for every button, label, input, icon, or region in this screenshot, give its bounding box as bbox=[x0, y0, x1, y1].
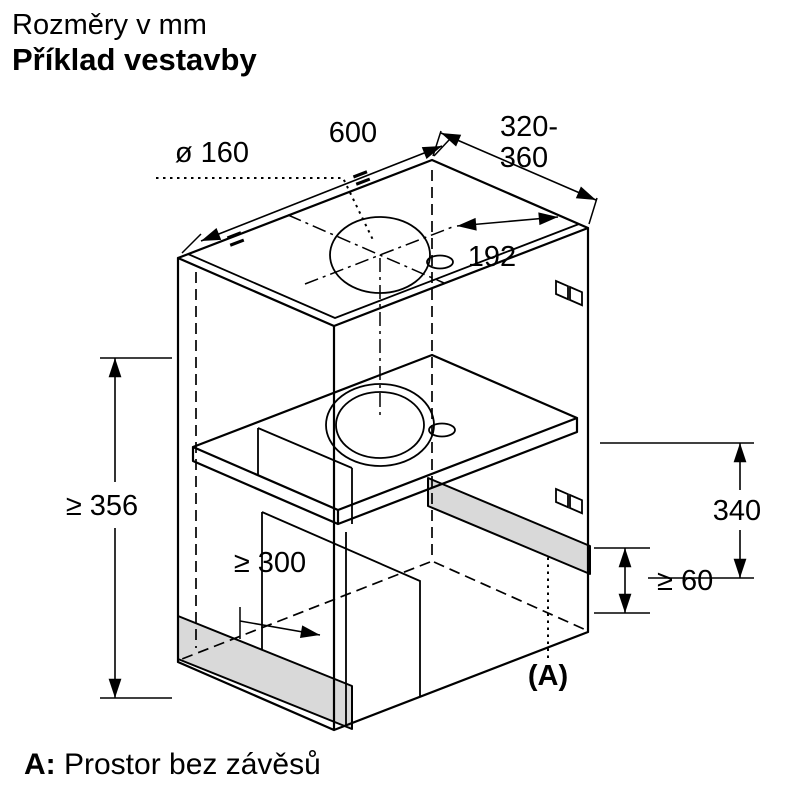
hood-junction-box bbox=[257, 427, 353, 524]
top-duct-hole-tab bbox=[426, 254, 454, 270]
dim-label-depth-1: 320- bbox=[500, 111, 558, 143]
dimension-duct-diameter: ø 160 bbox=[156, 137, 375, 243]
equal-mark-left: = bbox=[222, 222, 249, 258]
dim-label-340: 340 bbox=[713, 495, 761, 527]
hood-body bbox=[261, 511, 421, 725]
dim-label-192: 192 bbox=[468, 241, 516, 273]
hinge-top bbox=[555, 279, 583, 307]
dimension-min-interior-300: ≥ 300 bbox=[234, 547, 321, 639]
dim-label-356: ≥ 356 bbox=[66, 490, 138, 522]
area-marker-a: (A) bbox=[528, 556, 568, 692]
label-area-a: (A) bbox=[528, 660, 568, 692]
dimension-min-height-356: ≥ 356 bbox=[66, 357, 172, 699]
hinge-free-area-shaded bbox=[427, 477, 591, 575]
header: Rozměry v mm Příklad vestavby bbox=[12, 8, 257, 79]
hidden-edges bbox=[181, 170, 587, 660]
dim-label-60: ≥ 60 bbox=[657, 565, 713, 597]
footnote: A: Prostor bez závěsů bbox=[24, 748, 321, 782]
shelf-duct-hole-inner-ring bbox=[335, 391, 425, 459]
dimension-hole-offset-192: 192 bbox=[456, 212, 559, 273]
shelf-duct-hole-tab bbox=[428, 422, 456, 438]
dim-label-300: ≥ 300 bbox=[234, 547, 306, 579]
dimension-min-hinge-space-60: ≥ 60 bbox=[594, 547, 713, 614]
page-subtitle: Příklad vestavby bbox=[12, 42, 257, 78]
page-title: Rozměry v mm bbox=[12, 9, 207, 41]
footnote-label: A: bbox=[24, 748, 56, 781]
dim-label-diameter: ø 160 bbox=[175, 137, 249, 169]
middle-shelf bbox=[191, 353, 579, 526]
dimension-depth-320-360: 320- 360 bbox=[432, 111, 598, 225]
dimension-height-340: 340 bbox=[600, 442, 761, 579]
footnote-text: Prostor bez závěsů bbox=[55, 748, 321, 781]
shelf-duct-hole bbox=[325, 383, 456, 467]
hinge-bottom bbox=[555, 487, 583, 515]
dim-label-depth-2: 360 bbox=[500, 142, 548, 174]
dim-label-width: 600 bbox=[329, 117, 377, 149]
top-duct-hole bbox=[287, 214, 456, 420]
cabinet-top-panel-thickness bbox=[187, 223, 580, 319]
